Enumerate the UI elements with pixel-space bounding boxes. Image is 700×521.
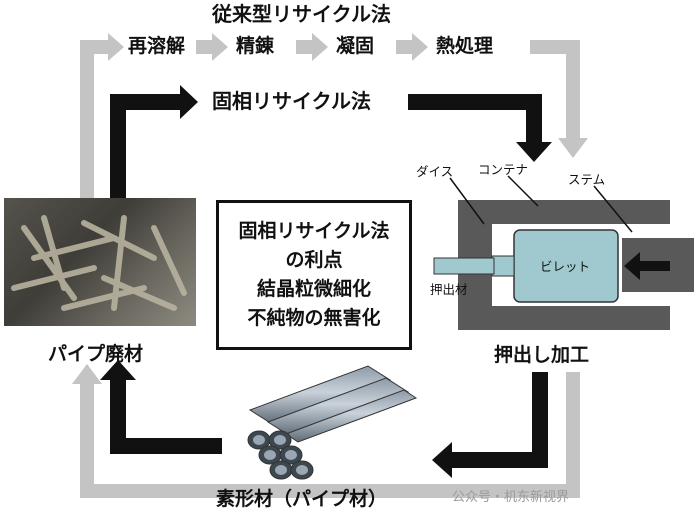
billet-label: ビレット <box>540 259 591 274</box>
watermark: 公众号・机东新视界 <box>452 490 570 505</box>
step-solidification: 凝固 <box>336 35 375 57</box>
step-refining: 精錬 <box>236 35 275 57</box>
extrudate-label: 押出材 <box>430 282 468 297</box>
pipe-bundle-drawing <box>247 365 418 480</box>
solid-state-title: 固相リサイクル法 <box>212 89 371 113</box>
extrusion-label: 押出し加工 <box>494 344 590 366</box>
container-bottom-plate <box>458 306 670 330</box>
stem-arrow-head <box>624 252 640 280</box>
conv-left-lower <box>80 380 94 498</box>
conv-right-lower <box>566 372 580 498</box>
solid-left-lower <box>110 376 126 454</box>
extrusion-press-drawing <box>433 175 694 330</box>
conventional-route <box>72 33 588 498</box>
solid-right-lower <box>532 372 548 468</box>
advantages-line-3: 結晶粒微細化 <box>256 278 371 300</box>
advantages-line-2: の利点 <box>285 249 343 271</box>
solid-route <box>100 85 552 478</box>
die-label: ダイス <box>416 164 454 179</box>
step-remelting: 再溶解 <box>128 35 186 57</box>
container-label: コンテナ <box>478 162 529 177</box>
scrap-label: パイプ廃材 <box>48 343 144 365</box>
conv-bottom <box>94 484 580 498</box>
stem-arrow-shaft <box>636 261 670 271</box>
solid-left-riser <box>110 94 126 198</box>
conv-arrow-into-extrusion <box>558 138 588 158</box>
conv-right-down <box>566 40 580 140</box>
extrudate-rod <box>433 257 495 275</box>
conv-arrow-into-step1 <box>108 33 124 61</box>
die-throat <box>491 255 515 277</box>
conv-arrow-step3-step4 <box>412 33 428 61</box>
pipe-scrap-photo <box>4 198 196 326</box>
solid-arrow-into-title <box>180 85 198 119</box>
advantages-line-4: 不純物の無害化 <box>247 307 381 329</box>
conv-arrow-step1-step2 <box>212 33 228 61</box>
advantages-box: 固相リサイクル法 の利点 結晶粒微細化 不純物の無害化 <box>216 200 412 350</box>
conv-arrow-step2-step3 <box>312 33 328 61</box>
product-label: 素形材（パイプ材） <box>216 488 388 510</box>
solid-right-down <box>526 94 542 146</box>
solid-arrow-into-scrap <box>100 360 136 380</box>
conv-left-riser <box>80 40 94 198</box>
advantages-line-1: 固相リサイクル法 <box>238 220 390 242</box>
solid-arrow-into-product <box>432 442 452 478</box>
conv-top-left <box>80 40 114 54</box>
container-top-plate <box>458 200 670 224</box>
stem-label: ステム <box>568 172 606 187</box>
solid-arrow-into-extrusion <box>516 142 552 162</box>
conventional-title: 従来型リサイクル法 <box>212 2 391 26</box>
step-heat-treatment: 熱処理 <box>436 35 494 57</box>
conv-arrow-into-scrap <box>72 364 102 384</box>
